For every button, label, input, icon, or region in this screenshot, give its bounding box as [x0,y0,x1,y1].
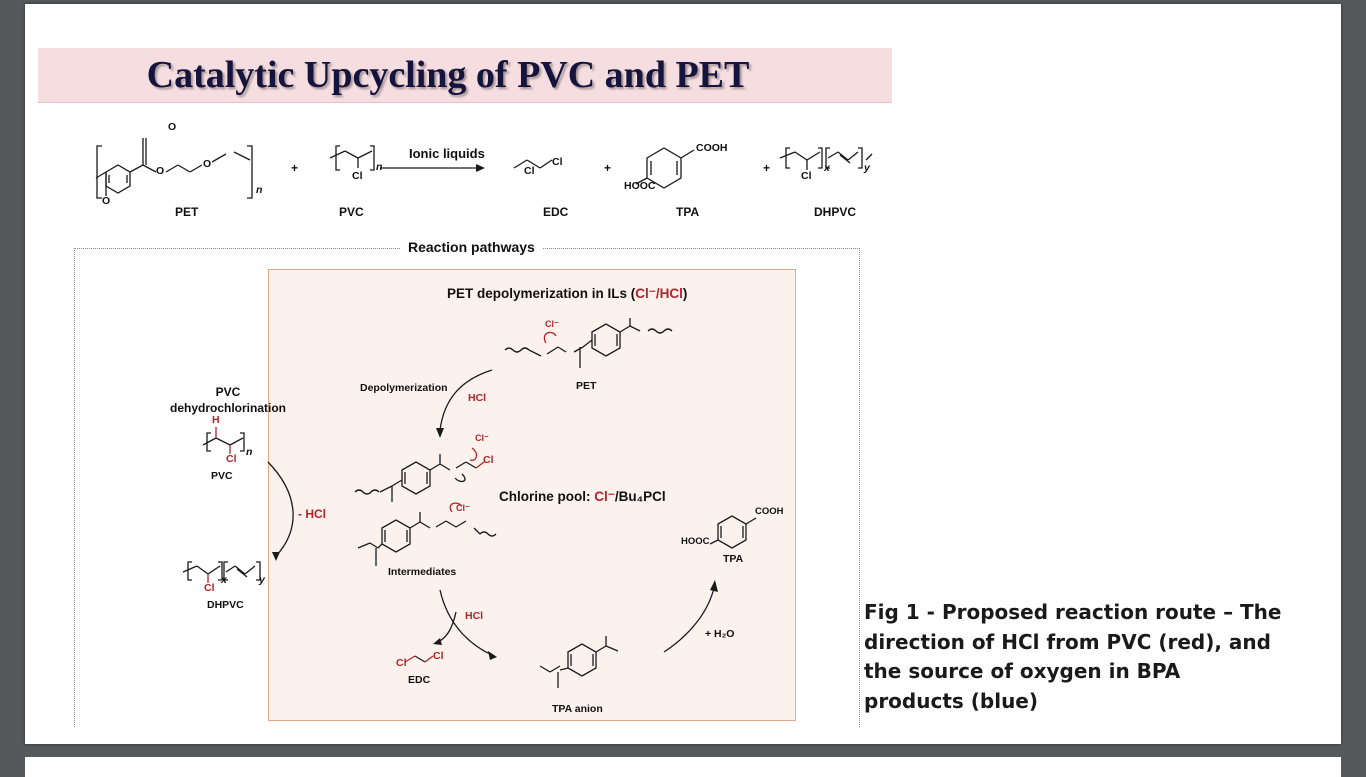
pet-box-title-red: Cl⁻/HCl [635,286,683,301]
intermediates-label: Intermediates [388,566,457,578]
reaction-pathways-frame: Reaction pathways [74,239,860,727]
title-banner: Catalytic Upcycling of PVC and PET [38,48,892,103]
depolymerization-arrow [439,369,493,431]
pet-bottom-o: O [102,195,111,207]
intermediates-structure [357,502,497,566]
pet-box-title: PET depolymerization in ILs (Cl⁻/HCl) [447,286,687,302]
edc-cl-left-atom: Cl [396,657,407,669]
dhpvc-sub-x: x [221,574,227,586]
pvc-monomer-structure [202,427,245,454]
edc-pathway-label: EDC [408,674,431,686]
chlorine-pool-post: /Bu₄PCl [614,489,666,504]
pvc-h-atom: H [212,414,220,426]
tpa-anion-label: TPA anion [552,703,603,715]
label-dhpvc: DHPVC [814,205,857,219]
dhpvc-cl: Cl [801,170,812,182]
pet-pathway-structure [504,318,673,368]
pet-ether-o: O [203,158,212,170]
edc-structure [513,159,553,169]
tpa-pathway-hooc: HOOC [681,536,710,547]
hcl-label-2: HCl [465,610,484,622]
depolymerization-arrowhead [436,428,444,438]
pvc-dehydro-arrowhead [272,552,280,561]
pvc-cl-atom: Cl [226,453,237,465]
pvc-structure [329,145,375,171]
intermediates-cl-minus: Cl⁻ [456,503,470,513]
pet-carbonyl-o: O [168,121,177,133]
chlorine-pool-pre: Chlorine pool: [499,489,595,504]
pvc-dehydro-arrow [267,461,294,557]
pet-subscript-n: n [256,184,263,196]
hcl-label-1: HCl [468,392,487,404]
edc-pathway-structure [404,655,434,663]
pvc-cl: Cl [352,170,363,182]
edc-cl-right-atom: Cl [433,650,444,662]
plus-3: + [763,161,771,175]
pvc-dehydrochlorination-title: PVC dehydrochlorination [169,385,286,415]
label-pvc: PVC [339,205,364,219]
pvc-monomer-label: PVC [211,470,233,482]
chloroester-intermediate-structure [354,447,485,502]
dhpvc-pathway-structure [182,561,261,583]
tpa-pathway-label: TPA [723,553,744,565]
edc-cl-right: Cl [552,156,563,168]
reaction-pathways-title: Reaction pathways [400,239,543,255]
intermediate-cl-minus: Cl⁻ [475,433,489,443]
dhpvc-subscript-x: x [824,162,830,174]
pet-ester-o: O [156,165,165,177]
tpa-anion-structure [539,636,619,688]
tpa-pathway-cooh: COOH [755,506,784,517]
pet-cl-minus-text: Cl⁻ [545,319,559,329]
dhpvc-cl-atom: Cl [204,582,215,594]
pet-cl-minus: Cl⁻ [545,319,559,330]
dhpvc-subscript-y: y [864,162,870,174]
dhpvc-sub-y: y [259,574,265,586]
plus-h2o-label: + H₂O [705,628,735,640]
label-pet: PET [175,205,199,219]
to-tpa-anion-arrow [439,589,493,656]
pet-depolymerization-box [268,269,796,721]
edc-cl-left: Cl [524,165,535,177]
chlorine-pool-label: Chlorine pool: Cl⁻/Bu₄PCl [499,489,666,505]
tpa-cooh: COOH [696,142,728,154]
depolymerization-label: Depolymerization [360,382,448,394]
to-tpa-arrowhead [710,580,718,592]
slide-title: Catalytic Upcycling of PVC and PET [146,54,750,96]
plus-2: + [604,161,612,175]
plus-1: + [291,161,299,175]
pet-box-title-pre: PET depolymerization in ILs ( [447,286,636,301]
label-ionic-liquids: Ionic liquids [409,146,485,161]
pvc-sub-n: n [246,446,253,458]
label-tpa: TPA [676,205,700,219]
to-tpa-arrow [663,587,715,653]
intermediate-cl-atom: Cl [483,454,494,466]
figure-caption: Fig 1 - Proposed reaction route – The di… [864,600,1282,713]
tpa-hooc: HOOC [624,180,656,192]
dhpvc-structure [779,147,873,170]
pet-structure [95,138,253,199]
pet-pathway-label: PET [576,380,597,392]
pvc-subscript-n: n [376,161,383,173]
minus-hcl-label: - HCl [298,507,326,521]
reaction-arrow-head [476,164,485,172]
label-edc: EDC [543,205,569,219]
chlorine-pool-red: Cl⁻ [594,489,615,504]
tpa-structure [635,147,695,189]
to-tpa-anion-arrowhead [488,651,497,660]
dhpvc-pathway-label: DHPVC [207,599,244,611]
to-edc-branch-arrowhead [433,638,442,645]
pet-box-title-post: ) [682,286,688,301]
to-edc-branch-arrow [437,611,457,643]
tpa-pathway-structure [709,515,757,549]
